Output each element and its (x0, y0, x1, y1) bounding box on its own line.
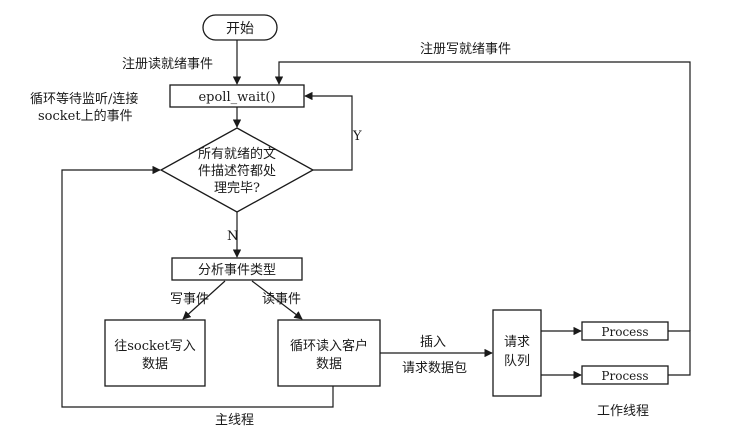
label-loop-wait-1: 循环等待监听/连接 (30, 91, 138, 107)
process-2-label: Process (601, 369, 648, 383)
start-node: 开始 (202, 14, 278, 41)
read-client-line-1: 循环读入客户 (290, 338, 368, 354)
write-socket-line-2: 数据 (142, 357, 168, 372)
label-insert-2: 请求数据包 (402, 361, 467, 376)
start-label: 开始 (226, 21, 254, 37)
label-worker-threads: 工作线程 (597, 404, 649, 419)
label-read-event: 读事件 (262, 292, 301, 307)
decision-line-1: 所有就绪的文 (198, 146, 276, 162)
arrow-yes-loop (304, 91, 353, 171)
arrow-to-write (182, 280, 226, 320)
arrow-register-write-loop (274, 61, 691, 331)
decision-node: 所有就绪的文 件描述符都处 理完毕? (159, 127, 315, 213)
epoll-wait-label: epoll_wait() (198, 90, 275, 105)
label-write-event: 写事件 (170, 292, 209, 307)
decision-line-2: 件描述符都处 (198, 163, 276, 179)
request-queue-node: 请求 队列 (492, 309, 542, 397)
analyze-label: 分析事件类型 (198, 263, 276, 278)
write-socket-node: 往socket写入 数据 (104, 319, 206, 387)
read-client-node: 循环读入客户 数据 (277, 319, 381, 387)
label-main-thread: 主线程 (215, 413, 254, 428)
arrow-to-read (251, 280, 303, 320)
request-queue-line-2: 队列 (504, 354, 530, 369)
process-1-label: Process (601, 325, 648, 339)
label-loop-wait-2: socket上的事件 (38, 108, 133, 124)
label-no: N (227, 229, 238, 244)
label-insert-1: 插入 (420, 335, 446, 350)
write-socket-line-1: 往socket写入 (114, 339, 196, 354)
process-node-2: Process (581, 365, 669, 385)
label-register-write: 注册写就绪事件 (420, 42, 511, 57)
arrow-main-thread-loop (61, 165, 334, 408)
read-client-line-2: 数据 (316, 357, 342, 372)
request-queue-line-1: 请求 (504, 335, 530, 350)
label-yes: Y (352, 129, 362, 144)
label-register-read: 注册读就绪事件 (122, 57, 213, 72)
decision-line-3: 理完毕? (214, 181, 260, 196)
connector-process-join (668, 330, 691, 376)
process-node-1: Process (581, 321, 669, 341)
epoll-wait-node: epoll_wait() (169, 84, 305, 108)
analyze-node: 分析事件类型 (171, 257, 303, 281)
